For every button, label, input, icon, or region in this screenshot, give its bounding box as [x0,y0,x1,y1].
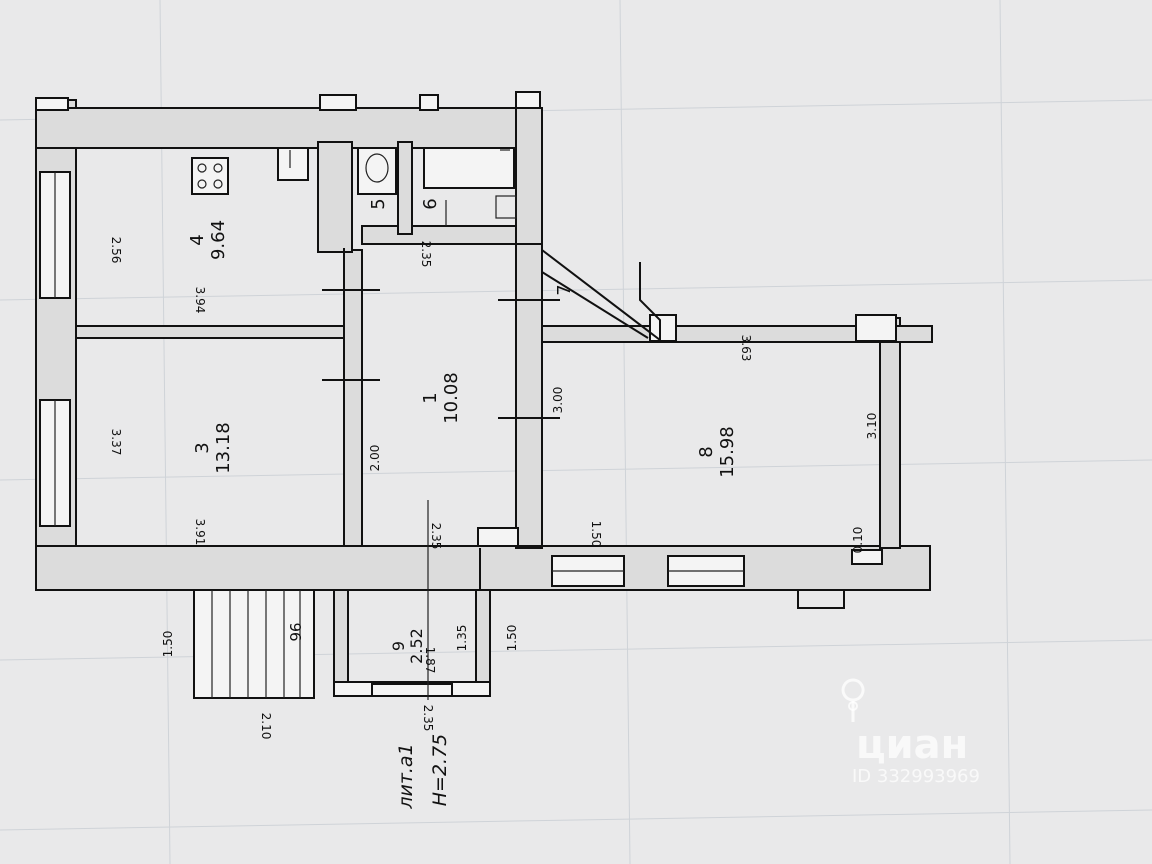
room-6-number: 6 [420,198,441,209]
dim-outside-1: 1.50 [161,631,175,658]
dim-r8-top: 3.63 [739,335,753,362]
room-1-number: 1 [420,392,441,403]
watermark-id: ID 332993969 [852,766,980,787]
room-9-number: 9 [389,641,408,651]
dim-r4-width: 2.56 [109,237,123,264]
dim-outside-3: 2.10 [259,713,273,740]
dim-r8-right: 3.10 [865,413,879,440]
room-labels: 4 9.64 3 13.18 1 10.08 8 15.98 9 2.52 5 … [187,198,738,664]
caption-line-1: лит.а1 [395,743,417,809]
dim-r8-corner: 0.10 [851,527,865,554]
dim-r8-side: 3.00 [551,387,565,414]
room-9-area: 2.52 [407,628,426,664]
dim-r3-length: 3.91 [193,519,207,546]
dim-r3-width: 3.37 [109,429,123,456]
location-pin-icon [841,678,865,723]
dim-corridor-side: 2.00 [368,445,382,472]
watermark-brand: циан [856,722,968,768]
dim-r9-width: 1.87 [423,647,437,674]
room-3-area: 13.18 [213,422,234,474]
room-4-area: 9.64 [208,220,229,260]
dim-stairs: 96 [286,622,304,641]
plan-caption: лит.а1 H=2.75 [395,734,451,810]
dimension-labels: 2.56 3.94 3.37 3.91 2.35 2.35 2.00 3.00 … [109,237,879,740]
walls [35,91,933,700]
dim-r9-len: 1.35 [455,625,469,652]
room-8-number: 8 [696,446,717,457]
room-3-number: 3 [192,442,213,453]
watermark: циан ID 332993969 [841,678,980,787]
dim-r8-bottom: 1.50 [589,521,603,548]
room-7-number: 7 [554,284,575,295]
caption-line-2: H=2.75 [429,734,451,807]
dim-outside-4: 2.35 [421,705,435,732]
room-8-area: 15.98 [717,426,738,478]
dim-r4-length: 3.94 [193,287,207,314]
dim-corridor-top: 2.35 [419,241,433,268]
room-4-number: 4 [187,234,208,245]
dim-outside-2: 1.50 [505,625,519,652]
dim-corridor-bottom: 2.35 [429,523,443,550]
room-5-number: 5 [368,198,389,209]
room-1-area: 10.08 [441,372,462,424]
